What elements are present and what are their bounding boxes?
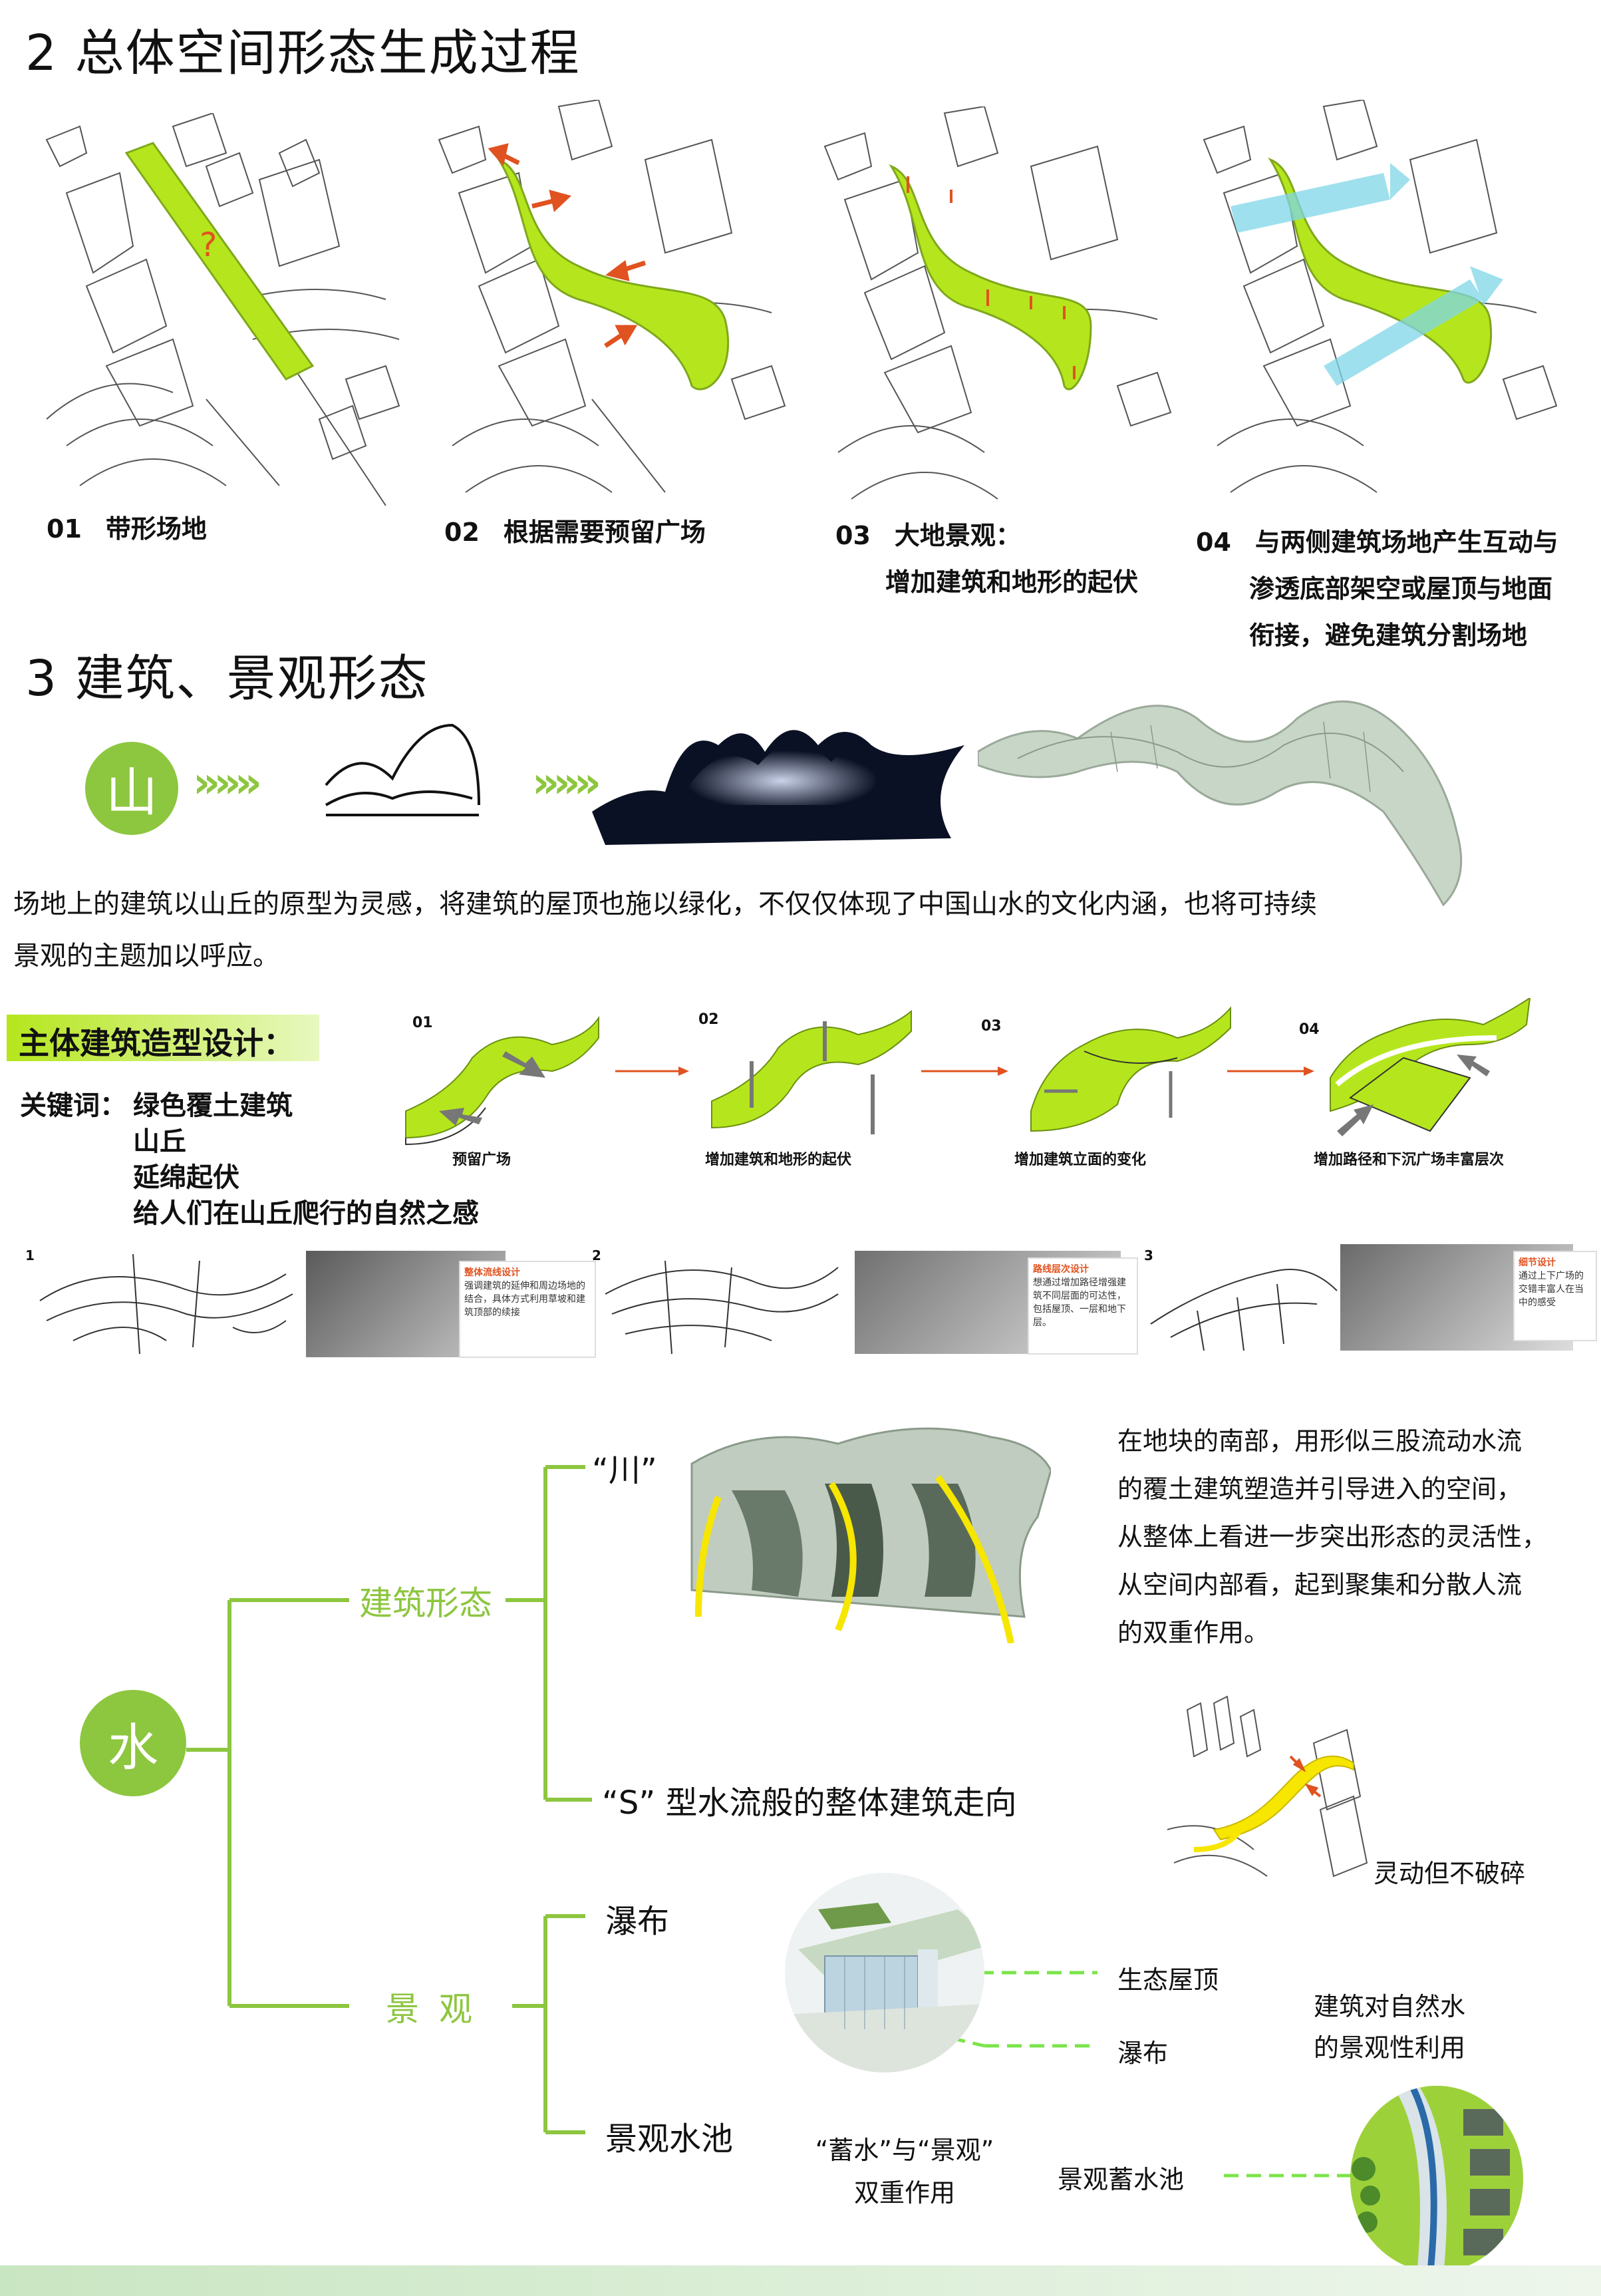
orange-arrow: [921, 1066, 1008, 1076]
note-1: 整体流线设计强调建筑的延伸和周边场地的结合，具体方式利用草坡和建筑顶部的续接: [459, 1261, 596, 1358]
chevron-right-icon: »»»: [193, 758, 262, 808]
note-2: 路线层次设计想通过增加路径增强建筑不同层面的可达性，包括屋顶、一层和地下层。: [1028, 1257, 1138, 1355]
sketch-num: 2: [592, 1247, 601, 1263]
branch-building-form: 建筑形态: [359, 1584, 492, 1623]
lingdong-label: 灵动但不破碎: [1374, 1859, 1526, 1888]
model-step-caption: 增加路径和下沉广场丰富层次: [1314, 1152, 1505, 1168]
site-plan-step3: [823, 106, 1172, 500]
mountain-badge: 山: [85, 742, 178, 835]
nature-water-use: 建筑对自然水 的景观性利用: [1314, 1992, 1466, 2062]
site-plan-step1: ?: [45, 113, 400, 506]
orange-arrow: [615, 1066, 689, 1076]
waterfall-branch: 瀑布: [605, 1903, 670, 1940]
model-step-num: 04: [1299, 1021, 1320, 1038]
note-3: 细节设计通过上下广场的交错丰富人在当中的感受: [1513, 1251, 1597, 1341]
keyword-2: 山丘: [133, 1126, 186, 1157]
model-step-caption: 增加建筑立面的变化: [1014, 1152, 1147, 1168]
s-shape-label: “S” 型水流般的整体建筑走向: [602, 1784, 1017, 1822]
keyword-1: 绿色覆土建筑: [133, 1090, 293, 1121]
model-step-num: 02: [698, 1011, 719, 1028]
model-step-2: [711, 1009, 912, 1134]
model-step-caption: 预留广场: [452, 1152, 511, 1168]
section2-title: 2 总体空间形态生成过程: [25, 25, 581, 82]
s-plan-map: [1167, 1695, 1368, 1878]
orange-arrow: [1227, 1066, 1314, 1076]
sketch-3: [1150, 1269, 1338, 1351]
design-title: 主体建筑造型设计：: [19, 1025, 294, 1061]
storage-dual-role: “蓄水”与“景观” 双重作用: [815, 2136, 994, 2208]
chevron-right-icon: »»»: [532, 758, 601, 808]
sketch-num: 1: [25, 1247, 35, 1263]
section3-title: 3 建筑、景观形态: [25, 650, 429, 707]
eco-roof-label: 生态屋顶: [1117, 1965, 1219, 1995]
keywords-label: 关键词：: [20, 1090, 126, 1121]
waterfall-render: [785, 1873, 984, 2072]
water-badge: 水: [80, 1690, 186, 1796]
sketch-1: [39, 1253, 293, 1355]
model-step-num: 03: [981, 1018, 1002, 1035]
keyword-3: 延绵起伏: [133, 1162, 239, 1193]
model-step-caption: 增加建筑和地形的起伏: [705, 1152, 852, 1168]
pool-branch: 景观水池: [605, 2120, 734, 2158]
chuan-label: “川”: [592, 1452, 657, 1489]
footer-band: [0, 2265, 1601, 2296]
roof-model-render: [978, 700, 1463, 907]
site-plan-step2: [438, 100, 786, 493]
model-step-num: 01: [412, 1015, 433, 1031]
svg-text:?: ?: [200, 226, 218, 264]
storage-pool-render: [1350, 2086, 1523, 2272]
model-step-4: [1330, 998, 1531, 1136]
model-step-3: [1030, 1006, 1231, 1132]
sketch-2: [605, 1260, 839, 1355]
sketch-num: 3: [1144, 1247, 1153, 1263]
chuan-model: [690, 1427, 1051, 1643]
night-render: [592, 730, 964, 845]
keyword-4: 给人们在山丘爬行的自然之感: [133, 1198, 479, 1229]
mountain-sketch: [325, 723, 480, 816]
model-step-1: [405, 1015, 599, 1146]
concept-paragraph: 场地上的建筑以山丘的原型为灵感，将建筑的屋顶也施以绿化，不仅仅体现了中国山水的文…: [13, 889, 1317, 971]
site-plan-step4: [1203, 100, 1558, 493]
branch-landscape: 景观: [386, 1990, 492, 2029]
waterfall-label: 瀑布: [1117, 2039, 1169, 2068]
storage-pool-label: 景观蓄水池: [1058, 2165, 1185, 2194]
water-description: 在地块的南部，用形似三股流动水流 的覆土建筑塑造并引导进入的空间， 从整体上看进…: [1117, 1426, 1548, 1647]
design-title-bar: [7, 1015, 319, 1061]
